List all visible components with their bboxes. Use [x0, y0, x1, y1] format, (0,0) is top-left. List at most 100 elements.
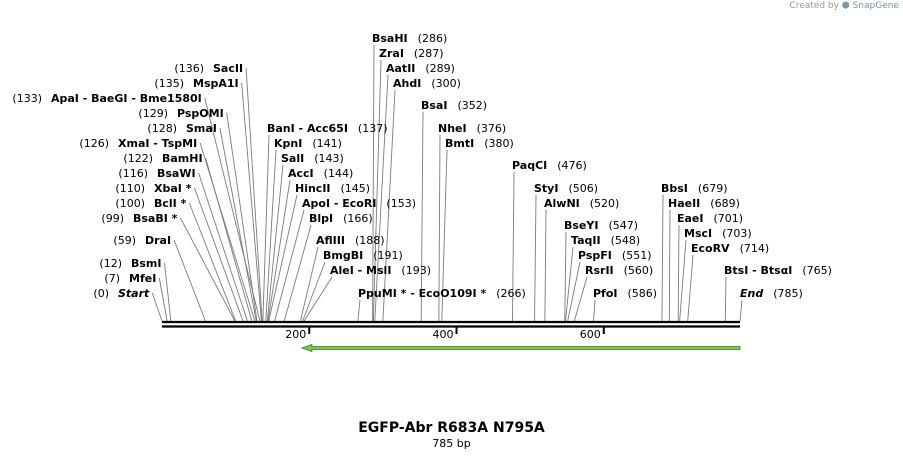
site-leader-paqci — [512, 171, 515, 322]
linear-map: SacII(136)MspA1I(135)ApaI - BaeGI - Bme1… — [12, 32, 832, 353]
site-leader-zrai — [372, 59, 382, 322]
site-name-xbai[interactable]: XbaI * — [154, 182, 192, 195]
site-leader-mfei — [158, 277, 168, 322]
site-position-start: (0) — [93, 287, 109, 300]
ruler-label-600: 600 — [580, 328, 601, 341]
site-name-apoi-ecori[interactable]: ApoI - EcoRI — [302, 197, 376, 210]
site-name-drai[interactable]: DraI — [145, 234, 171, 247]
site-name-bbsi[interactable]: BbsI — [661, 182, 688, 195]
site-leader-bsmi — [164, 262, 172, 322]
site-leader-kpni — [265, 149, 277, 322]
site-position-taqii: (548) — [611, 234, 641, 247]
site-position-smai: (128) — [147, 122, 177, 135]
site-name-bmgbi[interactable]: BmgBI — [323, 249, 363, 262]
site-name-taqii[interactable]: TaqII — [571, 234, 601, 247]
site-name-ppumi-ecoo109i[interactable]: PpuMI * - EcoO109I * — [358, 287, 486, 300]
site-name-bsai[interactable]: BsaI — [421, 99, 447, 112]
site-name-apai-baegi-bme1580i[interactable]: ApaI - BaeGI - Bme1580I — [51, 92, 202, 105]
site-name-hincii[interactable]: HincII — [295, 182, 331, 195]
site-leader-pfoi — [593, 299, 596, 322]
site-name-btsi-btsαi[interactable]: BtsI - BtsαI — [724, 264, 792, 277]
site-name-sali[interactable]: SalI — [281, 152, 304, 165]
site-name-start[interactable]: Start — [118, 287, 150, 300]
site-leader-bamhi — [205, 157, 253, 322]
site-leader-bsabi — [180, 217, 236, 322]
site-name-alei-msli[interactable]: AleI - MslI — [330, 264, 391, 277]
site-leader-drai — [173, 239, 206, 322]
site-name-ecorv[interactable]: EcoRV — [691, 242, 730, 255]
site-name-blpi[interactable]: BlpI — [309, 212, 333, 225]
egfp-feature-arrow[interactable] — [300, 343, 741, 353]
site-position-zrai: (287) — [414, 47, 444, 60]
site-leader-nhei — [438, 134, 441, 322]
site-position-bsmi: (12) — [99, 257, 122, 270]
site-name-ahdi[interactable]: AhdI — [393, 77, 421, 90]
ruler-label-400: 400 — [433, 328, 454, 341]
site-position-hincii: (145) — [341, 182, 371, 195]
site-position-sali: (143) — [314, 152, 344, 165]
site-position-blpi: (166) — [343, 212, 373, 225]
site-leader-smai — [219, 127, 257, 322]
site-position-bmti: (380) — [484, 137, 514, 150]
site-name-pspomi[interactable]: PspOMI — [177, 107, 224, 120]
site-leader-aatii — [374, 74, 389, 322]
site-position-bamhi: (122) — [123, 152, 153, 165]
site-position-ahdi: (300) — [431, 77, 461, 90]
site-name-acci[interactable]: AccI — [288, 167, 314, 180]
site-name-pspfi[interactable]: PspFI — [578, 249, 612, 262]
site-name-aatii[interactable]: AatII — [386, 62, 415, 75]
site-name-kpni[interactable]: KpnI — [274, 137, 302, 150]
site-position-drai: (59) — [113, 234, 136, 247]
site-name-bcli[interactable]: BclI * — [154, 197, 187, 210]
site-name-bsabi[interactable]: BsaBI * — [133, 212, 178, 225]
site-name-alwni[interactable]: AlwNI — [544, 197, 580, 210]
site-name-end[interactable]: End — [740, 287, 763, 300]
site-leader-ppumi-ecoo109i — [357, 299, 361, 322]
site-leader-bbsi — [661, 194, 664, 322]
site-name-bsawi[interactable]: BsaWI — [157, 167, 196, 180]
sequence-length: 785 bp — [432, 437, 471, 450]
sequence-name: EGFP-Abr R683A N795A — [358, 420, 545, 436]
site-leader-end — [739, 299, 743, 322]
site-position-bsai: (352) — [457, 99, 487, 112]
feature-arrow — [300, 343, 741, 353]
site-position-rsrii: (560) — [624, 264, 654, 277]
site-position-bbsi: (679) — [698, 182, 728, 195]
site-name-paqci[interactable]: PaqCI — [512, 159, 547, 172]
site-name-rsrii[interactable]: RsrII — [585, 264, 614, 277]
site-leader-pspfi — [567, 261, 581, 322]
site-name-msci[interactable]: MscI — [684, 227, 712, 240]
site-name-mspa1i[interactable]: MspA1I — [193, 77, 239, 90]
site-position-ecorv: (714) — [740, 242, 770, 255]
site-name-nhei[interactable]: NheI — [438, 122, 467, 135]
site-name-xmai-tspmi[interactable]: XmaI - TspMI — [118, 137, 197, 150]
site-name-bmti[interactable]: BmtI — [445, 137, 474, 150]
site-name-smai[interactable]: SmaI — [186, 122, 217, 135]
site-name-bamhi[interactable]: BamHI — [162, 152, 203, 165]
site-position-sacii: (136) — [174, 62, 204, 75]
site-leader-bcli — [188, 202, 237, 322]
site-leader-bmgbi — [302, 261, 326, 322]
site-position-afliii: (188) — [355, 234, 385, 247]
site-name-zrai[interactable]: ZraI — [379, 47, 404, 60]
site-name-bsahi[interactable]: BsaHI — [372, 32, 408, 45]
site-leader-start — [151, 292, 163, 322]
site-name-bsmi[interactable]: BsmI — [131, 257, 162, 270]
site-name-afliii[interactable]: AflIII — [316, 234, 345, 247]
site-name-bani-acc65i[interactable]: BanI - Acc65I — [267, 122, 348, 135]
site-name-eaei[interactable]: EaeI — [677, 212, 704, 225]
site-name-sacii[interactable]: SacII — [213, 62, 243, 75]
site-name-haeii[interactable]: HaeII — [668, 197, 700, 210]
site-position-bsahi: (286) — [418, 32, 448, 45]
site-position-bseyi: (547) — [608, 219, 638, 232]
site-leader-apoi-ecori — [274, 209, 305, 322]
site-leader-afliii — [299, 246, 319, 322]
site-name-mfei[interactable]: MfeI — [129, 272, 156, 285]
site-leader-bseyi — [564, 231, 567, 322]
site-leader-msci — [679, 239, 687, 322]
site-name-pfoi[interactable]: PfoI — [593, 287, 618, 300]
site-name-styi[interactable]: StyI — [534, 182, 558, 195]
site-name-bseyi[interactable]: BseYI — [564, 219, 598, 232]
site-position-alwni: (520) — [590, 197, 620, 210]
